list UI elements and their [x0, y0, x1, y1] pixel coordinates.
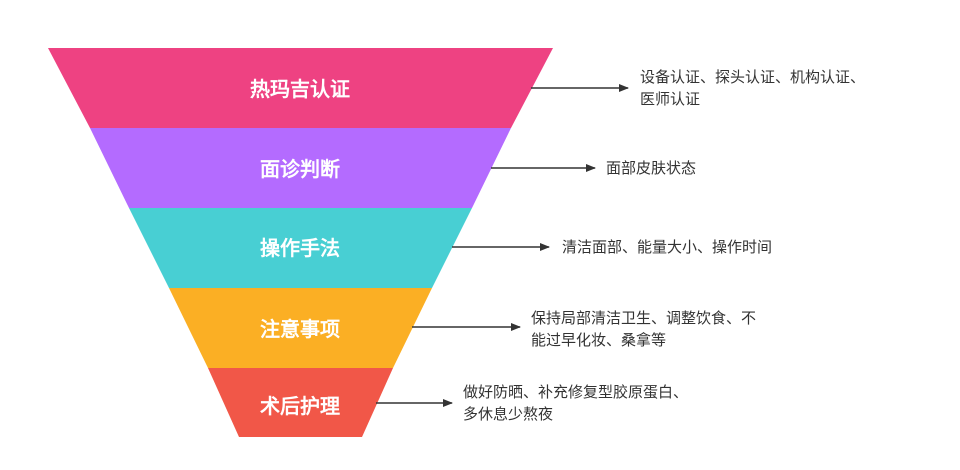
stage-label-5: 术后护理 — [260, 394, 340, 418]
stage-description-4-line-1: 保持局部清洁卫生、调整饮食、不 — [531, 309, 757, 327]
stage-description-4-line-2: 能过早化妆、桑拿等 — [531, 331, 667, 349]
stage-description-1-line-2: 医师认证 — [640, 90, 701, 108]
stage-description-5: 做好防晒、补充修复型胶原蛋白、 多休息少熬夜 — [463, 381, 688, 425]
funnel-stage-3: 操作手法 — [129, 208, 472, 288]
funnel-stage-5: 术后护理 — [208, 368, 393, 437]
funnel-stage-2: 面诊判断 — [90, 128, 511, 208]
stage-description-2: 面部皮肤状态 — [606, 157, 696, 179]
funnel-segment-3 — [129, 208, 472, 288]
stage-description-2-line-1: 面部皮肤状态 — [606, 159, 697, 177]
funnel-segment-2 — [90, 128, 511, 208]
stage-description-4: 保持局部清洁卫生、调整饮食、不 能过早化妆、桑拿等 — [531, 307, 756, 351]
stage-description-3-line-1: 清洁面部、能量大小、操作时间 — [562, 238, 773, 256]
stage-description-1: 设备认证、探头认证、机构认证、 医师认证 — [640, 66, 865, 110]
stage-description-3: 清洁面部、能量大小、操作时间 — [562, 236, 772, 258]
funnel-segment-4 — [169, 288, 432, 368]
stage-description-5-line-2: 多休息少熬夜 — [463, 405, 554, 423]
funnel-stage-1: 热玛吉认证 — [48, 48, 553, 128]
stage-description-1-line-1: 设备认证、探头认证、机构认证、 — [640, 68, 866, 86]
funnel-segment-5 — [208, 368, 393, 437]
stage-description-5-line-1: 做好防晒、补充修复型胶原蛋白、 — [463, 383, 689, 401]
stage-label-2: 面诊判断 — [260, 157, 340, 181]
stage-label-4: 注意事项 — [260, 317, 340, 341]
funnel-segment-1 — [48, 48, 553, 128]
funnel-stage-4: 注意事项 — [169, 288, 432, 368]
stage-label-1: 热玛吉认证 — [250, 77, 350, 101]
stage-label-3: 操作手法 — [260, 236, 340, 260]
